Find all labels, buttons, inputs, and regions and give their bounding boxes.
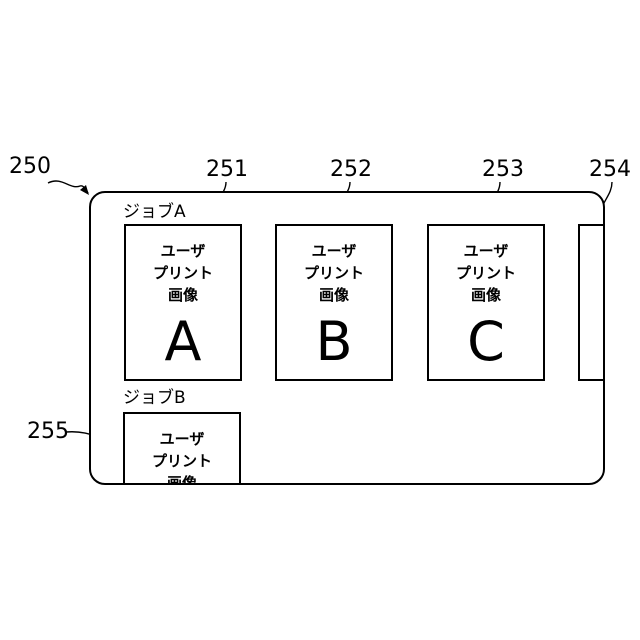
thumbnail-b[interactable]: ユーザ プリント 画像 B (275, 224, 393, 381)
thumbnail-caption: ユーザ プリント 画像 (277, 240, 391, 306)
print-job-screen: ジョブA ユーザ プリント 画像 A ユーザ プリント 画像 B ユーザ プリン… (89, 191, 605, 485)
ref-254: 254 (589, 159, 631, 181)
ref-255: 255 (27, 421, 69, 443)
ref-251: 251 (206, 159, 248, 181)
thumbnail-job-b[interactable]: ユーザ プリント 画像 (123, 412, 241, 485)
ref-250: 250 (9, 156, 51, 178)
thumbnail-caption: ユーザ プリント 画像 (125, 428, 239, 485)
thumbnail-partial[interactable] (578, 224, 605, 381)
leader-250 (48, 181, 88, 193)
job-label-a: ジョブA (123, 203, 186, 221)
thumbnail-letter: B (277, 312, 391, 372)
thumbnail-letter: A (126, 312, 240, 372)
thumbnail-a[interactable]: ユーザ プリント 画像 A (124, 224, 242, 381)
job-label-b: ジョブB (123, 389, 186, 407)
thumbnail-c[interactable]: ユーザ プリント 画像 C (427, 224, 545, 381)
thumbnail-letter: C (429, 312, 543, 372)
thumbnail-caption: ユーザ プリント 画像 (126, 240, 240, 306)
ref-253: 253 (482, 159, 524, 181)
thumbnail-caption: ユーザ プリント 画像 (429, 240, 543, 306)
ref-252: 252 (330, 159, 372, 181)
